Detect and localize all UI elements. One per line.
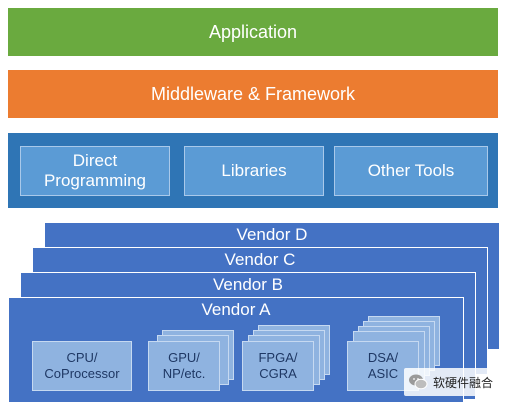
cpu-coprocessor-box: CPU/ CoProcessor bbox=[32, 341, 132, 391]
middleware-label: Middleware & Framework bbox=[150, 83, 356, 104]
vendor-c-label: Vendor C bbox=[224, 250, 296, 269]
dsa-asic-box: DSA/ ASIC bbox=[347, 341, 419, 391]
application-label: Application bbox=[208, 21, 298, 42]
vendor-d-label: Vendor D bbox=[236, 225, 308, 244]
direct-programming-box: Direct Programming bbox=[20, 146, 170, 196]
fpga-cgra-box: FPGA/ CGRA bbox=[242, 341, 314, 391]
tools-layer: Direct Programming Libraries Other Tools bbox=[8, 133, 498, 208]
other-tools-box: Other Tools bbox=[334, 146, 488, 196]
libraries-box: Libraries bbox=[184, 146, 324, 196]
watermark: 软硬件融合 bbox=[404, 368, 498, 396]
application-layer: Application bbox=[8, 8, 498, 56]
vendor-a-label: Vendor A bbox=[201, 300, 271, 319]
middleware-layer: Middleware & Framework bbox=[8, 70, 498, 118]
vendor-b-label: Vendor B bbox=[213, 275, 283, 294]
gpu-np-box: GPU/ NP/etc. bbox=[148, 341, 220, 391]
wechat-icon bbox=[409, 374, 428, 390]
watermark-text: 软硬件融合 bbox=[433, 375, 494, 390]
